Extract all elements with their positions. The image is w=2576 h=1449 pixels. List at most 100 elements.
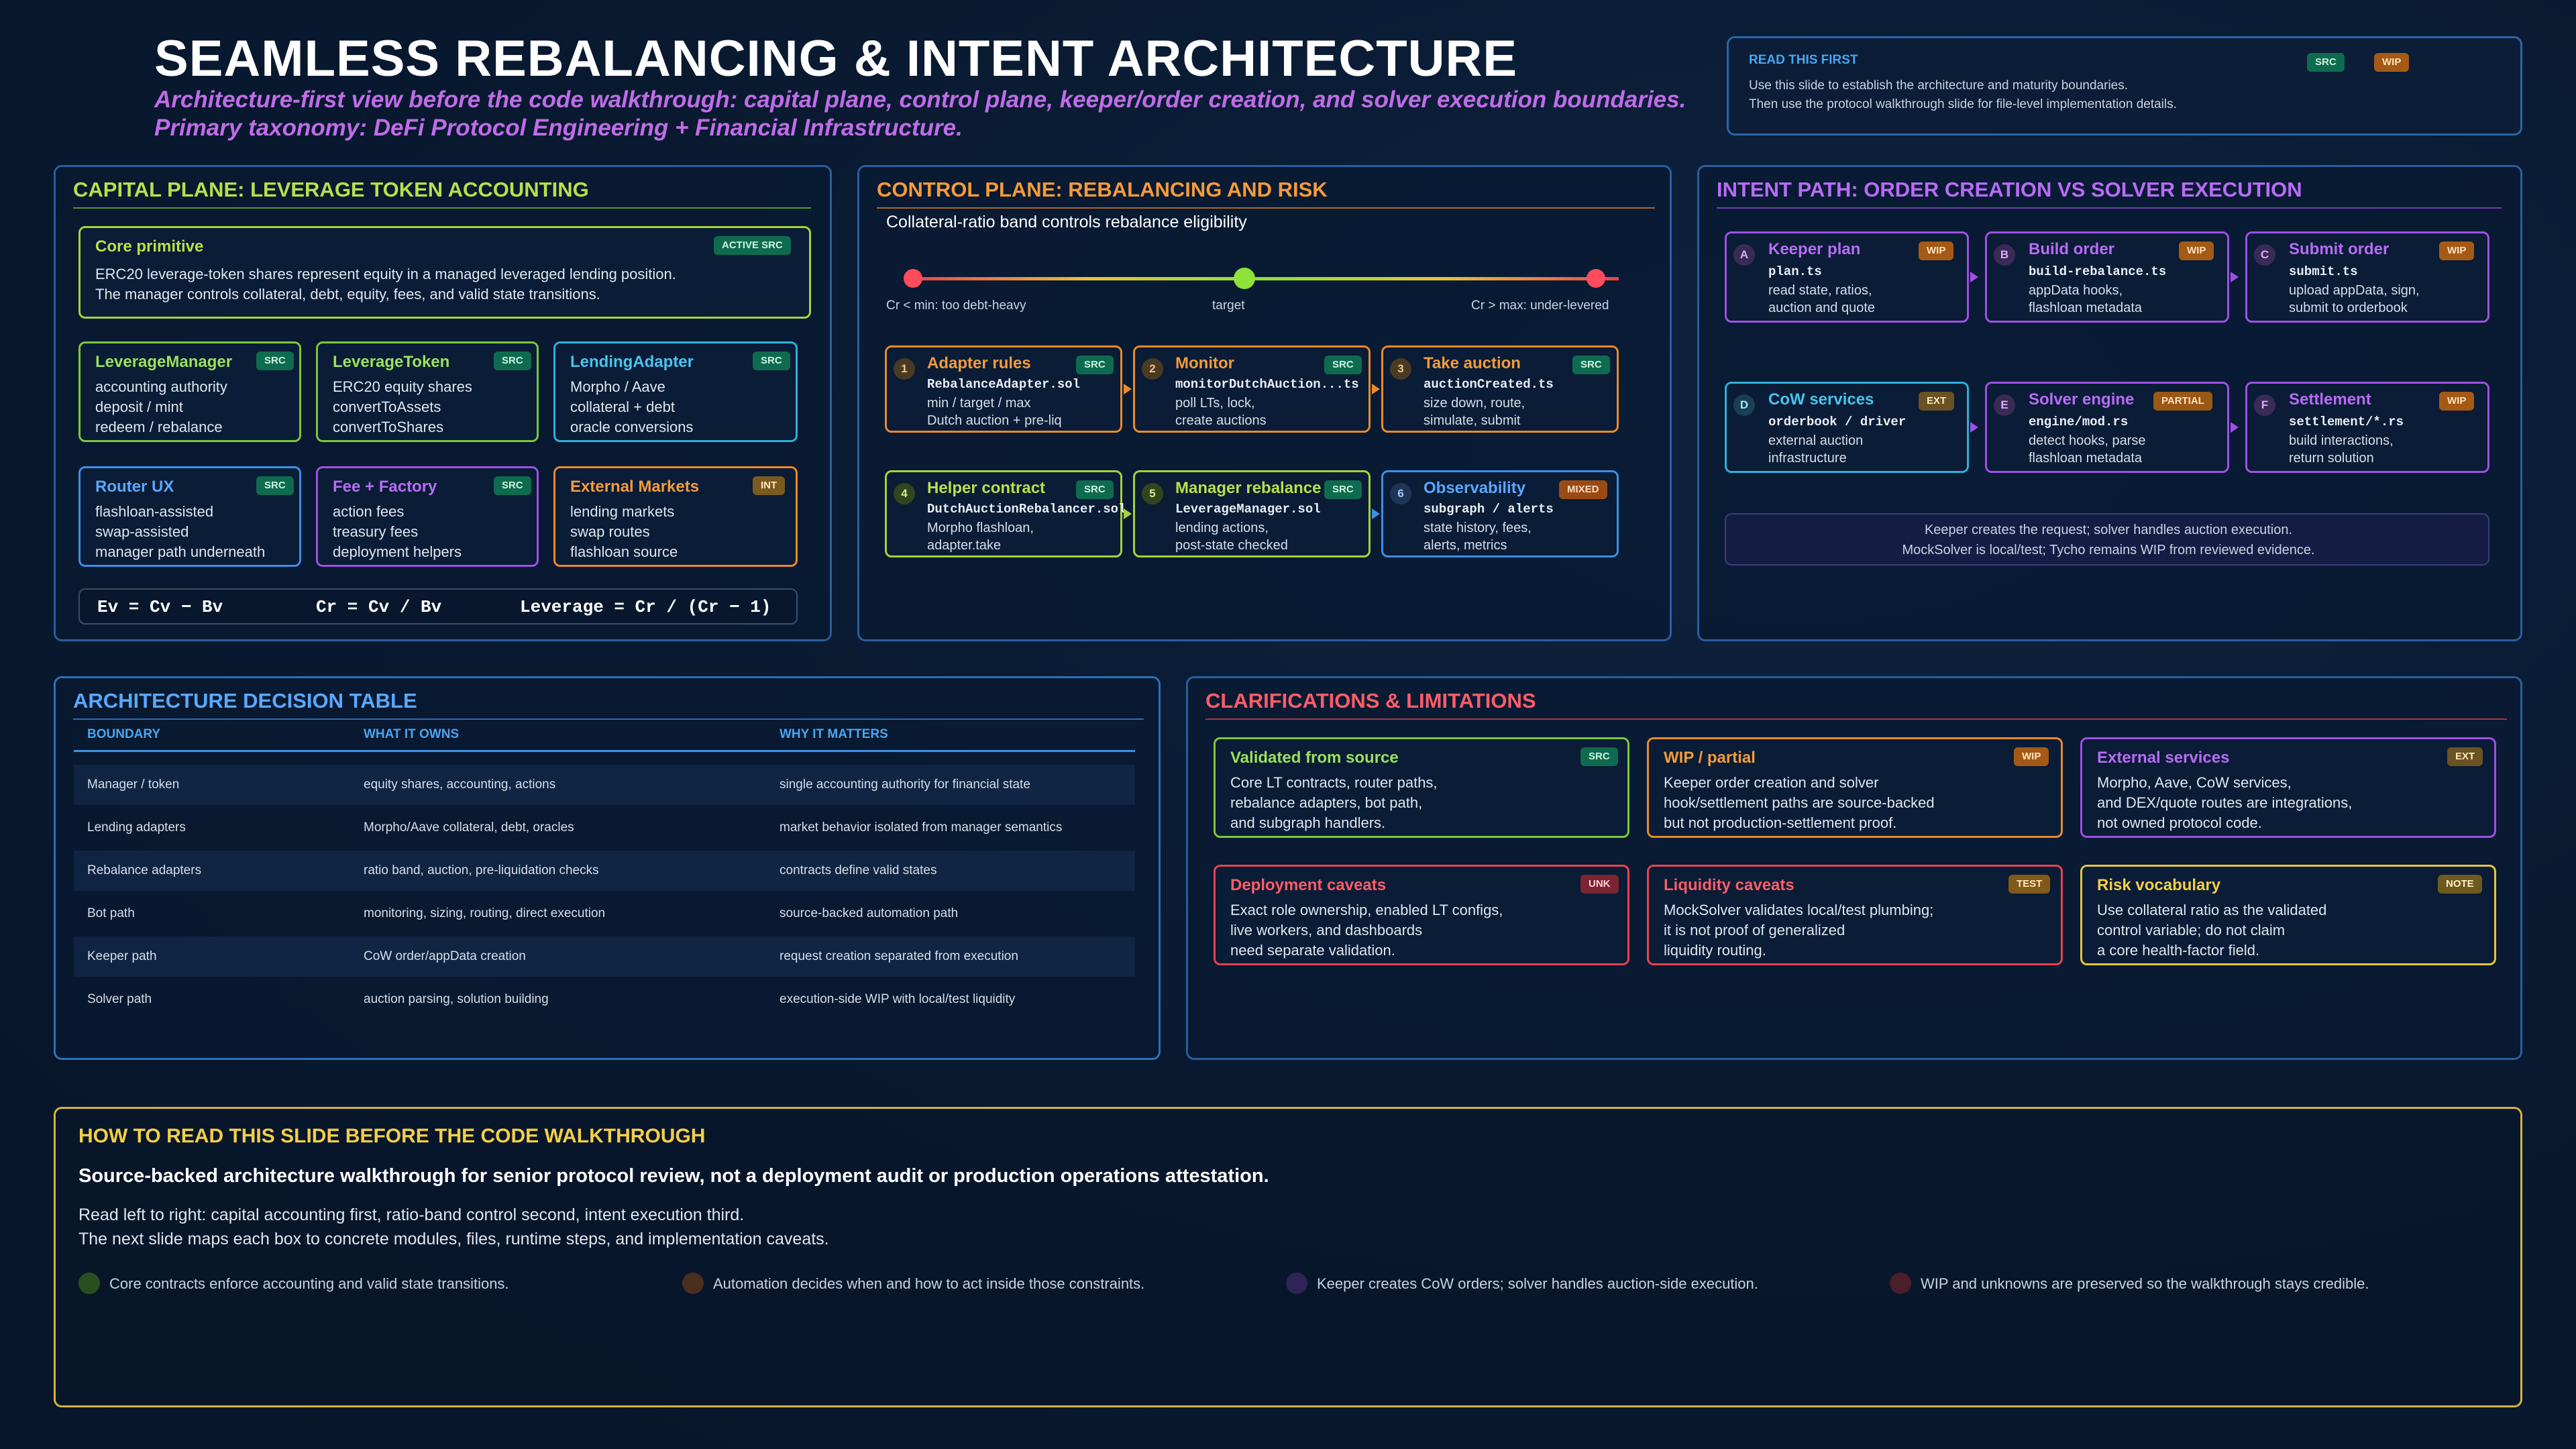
table-cell: Bot path	[87, 906, 135, 920]
step-line: read state, ratios,	[1768, 283, 1872, 298]
step-manager-rebalance: 5 Manager rebalance SRC LeverageManager.…	[1133, 470, 1371, 557]
step-badge: SRC	[1076, 480, 1114, 499]
card-leverage-token: LeverageToken SRC ERC20 equity shares co…	[316, 341, 539, 442]
how-to-read-title: HOW TO READ THIS SLIDE BEFORE THE CODE W…	[78, 1125, 706, 1147]
step-line: Dutch auction + pre-liq	[927, 413, 1062, 428]
card-router-ux-title: Router UX	[95, 478, 174, 496]
subtitle-line-2: Primary taxonomy: DeFi Protocol Engineer…	[154, 115, 963, 141]
table-cell: auction parsing, solution building	[364, 992, 549, 1006]
arrow-right-icon	[1970, 422, 1978, 433]
intent-step-submit-order: C Submit order WIP submit.ts upload appD…	[2245, 231, 2489, 323]
step-line: state history, fees,	[1424, 521, 1532, 535]
card-line: lending markets	[570, 503, 675, 520]
ratio-min-label: Cr < min: too debt-heavy	[886, 299, 1026, 313]
formula-bar: Ev = Cv − Bv Cr = Cv / Bv Leverage = Cr …	[78, 588, 798, 625]
step-number: 4	[894, 483, 915, 504]
table-cell: Morpho/Aave collateral, debt, oracles	[364, 820, 574, 835]
step-badge: WIP	[2179, 241, 2214, 260]
control-title-rule	[877, 207, 1655, 209]
slide-title: SEAMLESS REBALANCING & INTENT ARCHITECTU…	[154, 30, 1518, 87]
control-subtitle: Collateral-ratio band controls rebalance…	[886, 213, 1247, 231]
intent-step-title: Submit order	[2289, 240, 2390, 258]
step-number: 6	[1390, 483, 1411, 504]
card-external-markets-badge: INT	[753, 476, 786, 495]
step-letter: E	[1994, 394, 2015, 416]
legend-item-keeper: Keeper creates CoW orders; solver handle…	[1317, 1275, 1758, 1292]
step-take-auction-title: Take auction	[1424, 354, 1521, 372]
step-number: 3	[1390, 358, 1411, 380]
card-leverage-token-badge: SRC	[494, 352, 531, 370]
step-number: 5	[1142, 483, 1163, 504]
step-line: Morpho flashloan,	[927, 521, 1034, 535]
step-letter: B	[1994, 244, 2015, 266]
card-fee-factory-title: Fee + Factory	[333, 478, 437, 496]
step-badge: WIP	[2439, 392, 2475, 411]
ratio-max-label: Cr > max: under-levered	[1471, 299, 1609, 313]
clar-card-line: it is not proof of generalized	[1664, 922, 1845, 938]
step-file: auctionCreated.ts	[1424, 377, 1554, 392]
ratio-target-label: target	[1212, 299, 1245, 313]
formula-equity: Ev = Cv − Bv	[97, 597, 223, 617]
legend-dot-purple	[1286, 1273, 1307, 1294]
read-first-wip-badge: WIP	[2374, 53, 2410, 72]
clar-card-line: a core health-factor field.	[2097, 942, 2260, 959]
step-adapter-rules: 1 Adapter rules SRC RebalanceAdapter.sol…	[885, 345, 1122, 433]
card-fee-factory: Fee + Factory SRC action fees treasury f…	[316, 466, 539, 567]
arrow-right-icon	[1124, 508, 1132, 519]
table-cell: execution-side WIP with local/test liqui…	[780, 992, 1016, 1006]
legend-item-wip: WIP and unknowns are preserved so the wa…	[1921, 1275, 2369, 1292]
step-line: adapter.take	[927, 538, 1002, 553]
step-badge: MIXED	[1559, 480, 1607, 499]
step-observability: 6 Observability MIXED subgraph / alerts …	[1381, 470, 1619, 557]
step-line: external auction	[1768, 433, 1864, 448]
clarifications-title: CLARIFICATIONS & LIMITATIONS	[1205, 689, 1536, 712]
clar-card-line: Core LT contracts, router paths,	[1230, 774, 1438, 791]
table-row: Solver path auction parsing, solution bu…	[74, 979, 1135, 1020]
step-line: poll LTs, lock,	[1175, 396, 1255, 411]
arrow-right-icon	[1124, 384, 1132, 394]
core-primitive-line-2: The manager controls collateral, debt, e…	[95, 286, 600, 303]
clar-card-line: live workers, and dashboards	[1230, 922, 1423, 938]
clar-card-badge: WIP	[2014, 747, 2049, 766]
intent-title-rule	[1717, 207, 2502, 209]
intent-step-title: Keeper plan	[1768, 240, 1861, 258]
read-first-line-1: Use this slide to establish the architec…	[1749, 78, 2129, 93]
how-to-read-lead: Source-backed architecture walkthrough f…	[78, 1165, 1269, 1187]
card-line: swap-assisted	[95, 523, 189, 540]
step-line: auction and quote	[1768, 301, 1876, 315]
core-primitive-title: Core primitive	[95, 237, 204, 256]
clar-card-badge: SRC	[1580, 747, 1618, 766]
clar-card-title: WIP / partial	[1664, 749, 1756, 767]
table-cell: Rebalance adapters	[87, 863, 202, 877]
step-file: DutchAuctionRebalancer.sol	[927, 502, 1126, 517]
core-primitive-card: Core primitive ACTIVE SRC ERC20 leverage…	[78, 226, 811, 319]
step-badge: SRC	[1572, 356, 1610, 374]
clar-card-line: control variable; do not claim	[2097, 922, 2286, 938]
clar-card-line: not owned protocol code.	[2097, 814, 2262, 831]
table-row: Manager / token equity shares, accountin…	[74, 765, 1135, 805]
card-leverage-manager-title: LeverageManager	[95, 353, 233, 371]
table-cell: Manager / token	[87, 777, 180, 792]
step-line: simulate, submit	[1424, 413, 1521, 428]
intent-step-title: Build order	[2029, 240, 2115, 258]
step-line: upload appData, sign,	[2289, 283, 2420, 298]
clar-card-line: Morpho, Aave, CoW services,	[2097, 774, 2292, 791]
table-cell: ratio band, auction, pre-liquidation che…	[364, 863, 599, 877]
clar-risk-card: Risk vocabulary NOTE Use collateral rati…	[2080, 865, 2496, 965]
step-observability-title: Observability	[1424, 479, 1526, 497]
step-badge: EXT	[1919, 392, 1955, 411]
step-letter: A	[1733, 244, 1755, 266]
control-plane-title: CONTROL PLANE: REBALANCING AND RISK	[877, 178, 1328, 201]
intent-step-title: CoW services	[1768, 390, 1874, 409]
clar-card-badge: TEST	[2008, 875, 2051, 894]
step-number: 1	[894, 358, 915, 380]
step-line: size down, route,	[1424, 396, 1525, 411]
clar-card-line: liquidity routing.	[1664, 942, 1766, 959]
intent-step-cow-services: D CoW services EXT orderbook / driver ex…	[1725, 382, 1969, 473]
step-file: RebalanceAdapter.sol	[927, 377, 1081, 392]
clar-card-title: Risk vocabulary	[2097, 876, 2221, 894]
formula-collateral-ratio: Cr = Cv / Bv	[316, 597, 442, 617]
table-row: Lending adapters Morpho/Aave collateral,…	[74, 808, 1135, 848]
table-cell: Lending adapters	[87, 820, 186, 835]
intent-step-keeper-plan: A Keeper plan WIP plan.ts read state, ra…	[1725, 231, 1969, 323]
